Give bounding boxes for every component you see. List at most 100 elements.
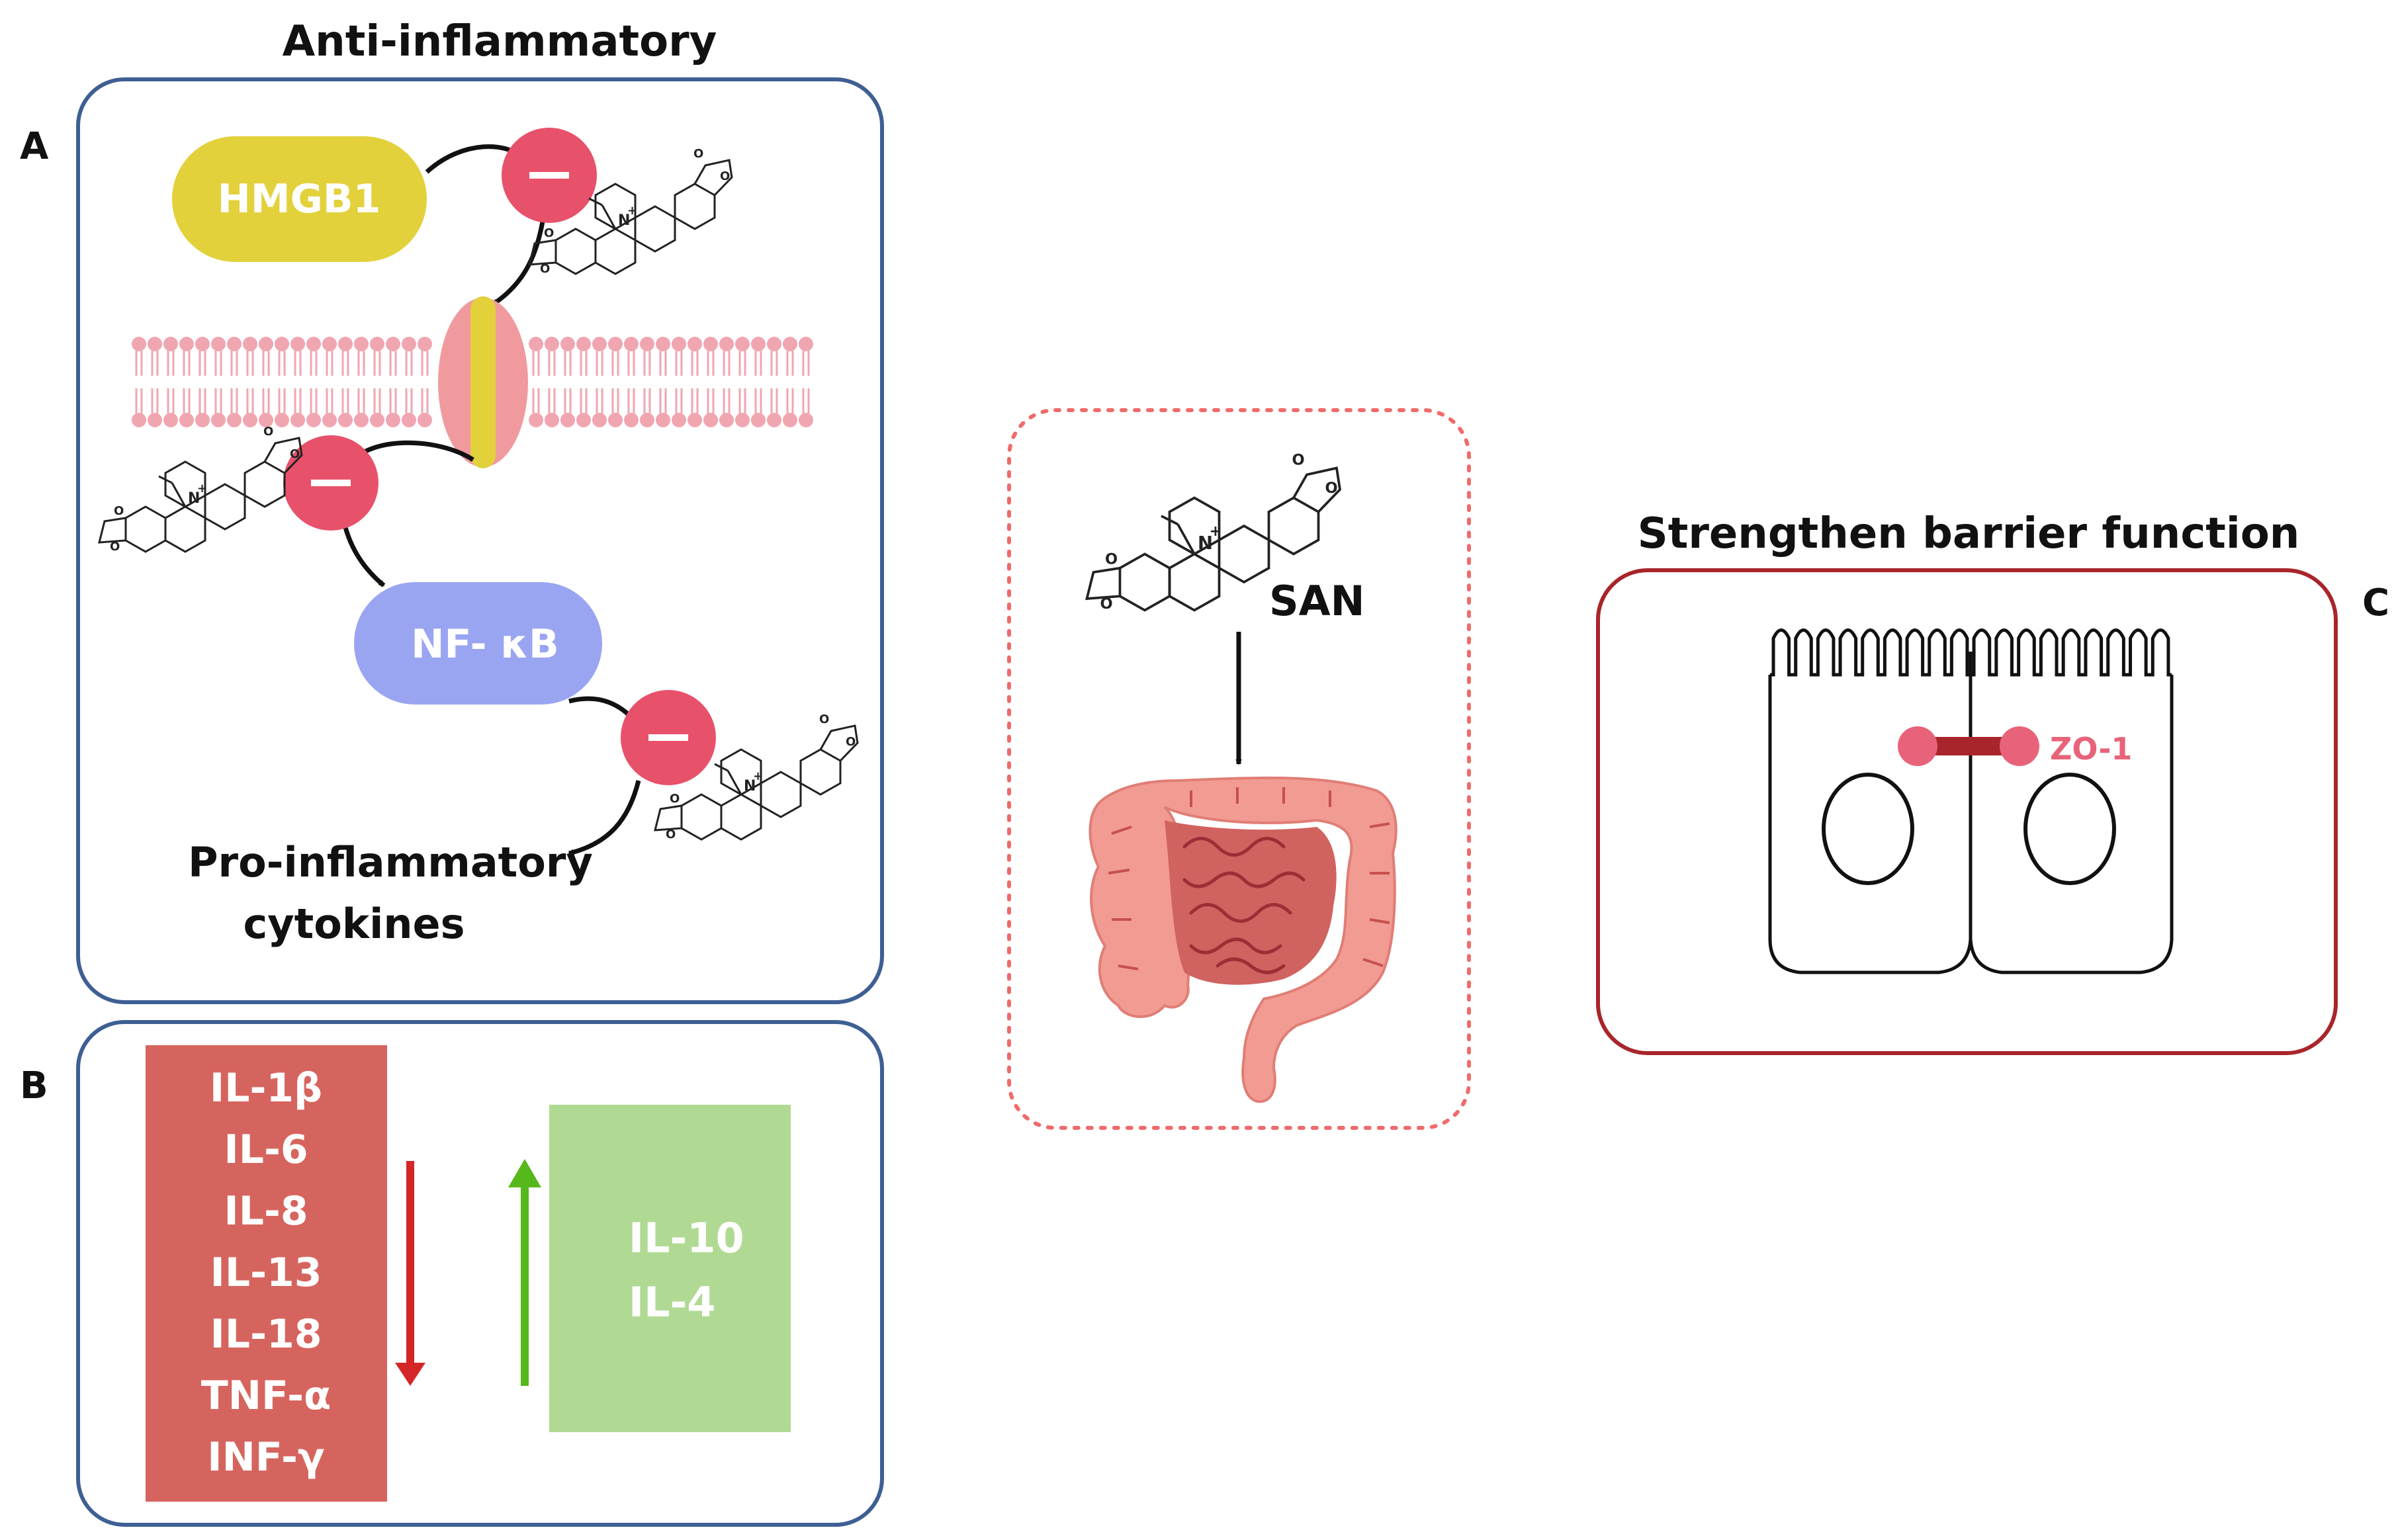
- zo1-label: ZO-1: [2050, 731, 2132, 767]
- lipid-head: [735, 337, 750, 351]
- lipid-head: [672, 337, 686, 351]
- lipid-head: [290, 337, 305, 351]
- lipid-head: [195, 337, 210, 351]
- decreased-item: TNF-α: [201, 1373, 331, 1419]
- lipid-head: [386, 337, 400, 351]
- increased-item: IL-10: [629, 1214, 744, 1262]
- cytokines-label-line2: cytokines: [244, 900, 465, 948]
- lipid-head: [767, 413, 781, 427]
- lipid-head: [751, 413, 766, 427]
- down-arrow-head: [395, 1363, 425, 1386]
- cytokines-label-line1: Pro-inflammatory: [188, 838, 593, 886]
- lipid-head: [179, 413, 194, 427]
- panel-c-title: Strengthen barrier function: [1638, 509, 2300, 558]
- lipid-head: [799, 337, 813, 351]
- lipid-head: [227, 413, 242, 427]
- lipid-head: [275, 337, 289, 351]
- decreased-cytokines-list: IL-1β IL-6 IL-8 IL-13 IL-18 TNF-α INF-γ: [201, 1065, 331, 1480]
- decreased-cytokines-box: [146, 1045, 387, 1502]
- increased-cytokines-box: [549, 1105, 791, 1432]
- lipid-head: [163, 413, 178, 427]
- intestine-icon: [1088, 776, 1398, 1103]
- lipid-head: [386, 413, 400, 427]
- san-molecule-2-icon: [98, 423, 303, 555]
- lipid-head: [306, 413, 321, 427]
- lipid-head: [132, 337, 146, 351]
- lipid-head: [560, 413, 575, 427]
- lipid-head: [560, 337, 575, 351]
- lipid-head: [148, 337, 162, 351]
- decreased-item: IL-6: [224, 1127, 308, 1173]
- nucleus-right: [2023, 773, 2116, 885]
- lipid-head: [402, 413, 416, 427]
- center-dotted-frame: [1007, 408, 1471, 1130]
- lipid-head: [259, 337, 273, 351]
- lipid-head: [688, 337, 702, 351]
- lipid-head: [640, 337, 654, 351]
- lipid-head: [783, 337, 797, 351]
- decreased-item: IL-1β: [210, 1065, 322, 1111]
- lipid-head: [370, 413, 384, 427]
- lipid-head: [592, 413, 607, 427]
- lipid-head: [259, 413, 273, 427]
- lipid-head: [195, 413, 210, 427]
- lipid-head: [338, 413, 353, 427]
- nfkb-to-cytokines-arrow: [568, 780, 641, 856]
- decreased-item: INF-γ: [207, 1434, 324, 1480]
- inhibit-1-icon: [502, 128, 597, 223]
- hmgb1-pill: [172, 136, 427, 262]
- lipid-head: [767, 337, 781, 351]
- lipid-head: [576, 413, 591, 427]
- panel-c-frame: [1596, 568, 2338, 1055]
- decreased-item: IL-18: [210, 1311, 322, 1357]
- lipid-head: [703, 413, 718, 427]
- lipid-head: [370, 337, 384, 351]
- lipid-head: [624, 337, 639, 351]
- panel-c-letter: C: [2362, 581, 2389, 624]
- tight-junction-right-node: [2000, 726, 2039, 766]
- inhibit-3-icon: [621, 690, 716, 785]
- panel-a-frame: [76, 77, 884, 1004]
- increased-item: IL-4: [629, 1278, 715, 1326]
- lipid-head: [719, 413, 734, 427]
- panel-a-title: Anti-inflammatory: [283, 17, 717, 66]
- lipid-head: [576, 337, 591, 351]
- lipid-head: [132, 413, 146, 427]
- lipid-head: [148, 413, 162, 427]
- lipid-head: [529, 413, 543, 427]
- lipid-head: [243, 413, 257, 427]
- up-arrow-head: [508, 1159, 541, 1187]
- lipid-head: [163, 337, 178, 351]
- lipid-head: [608, 413, 623, 427]
- lipid-head: [529, 337, 543, 351]
- lipid-head: [735, 413, 750, 427]
- panel-b-letter: B: [20, 1064, 48, 1107]
- lipid-head: [656, 413, 670, 427]
- lipid-head: [418, 413, 432, 427]
- receptor-to-nfkb-arrow: [341, 522, 386, 587]
- lipid-head: [179, 337, 194, 351]
- lipid-head: [656, 337, 670, 351]
- lipid-head: [719, 337, 734, 351]
- lipid-head: [799, 413, 813, 427]
- panel-b-frame: [76, 1020, 884, 1527]
- lipid-head: [592, 337, 607, 351]
- lipid-head: [751, 337, 766, 351]
- lipid-head: [306, 337, 321, 351]
- lipid-head: [211, 413, 226, 427]
- lipid-head: [322, 413, 337, 427]
- hmgb1-to-receptor-arrow: [492, 221, 545, 306]
- decreased-item: IL-8: [224, 1188, 308, 1234]
- cell-membrane: [132, 337, 813, 427]
- lipid-head: [290, 413, 305, 427]
- epithelial-cells-icon: [1768, 628, 2174, 974]
- nfkb-connector: [568, 696, 634, 720]
- lipid-head: [338, 337, 353, 351]
- lipid-head: [672, 413, 686, 427]
- lipid-head: [322, 337, 337, 351]
- nfkb-pill: [354, 582, 602, 705]
- lipid-head: [783, 413, 797, 427]
- lipid-head: [354, 413, 369, 427]
- lipid-head: [545, 413, 559, 427]
